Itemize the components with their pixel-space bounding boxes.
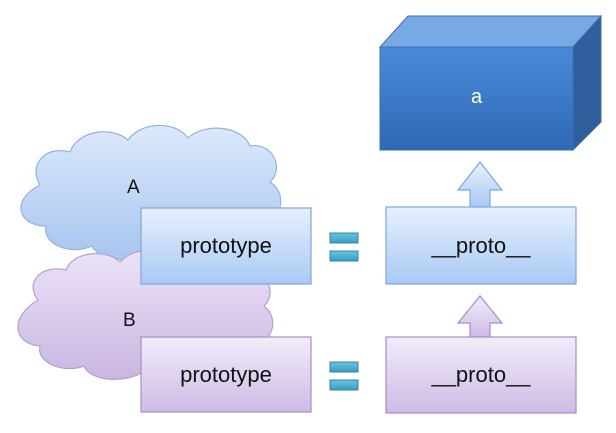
prototype-box-b [140,336,312,413]
cloud-b-label: B [123,310,136,331]
prototype-label-a: prototype [180,233,272,258]
prototype-label-b: prototype [180,361,272,387]
cube-object-a [378,14,603,152]
proto-box-b [385,336,577,414]
proto-label-b: __proto__ [431,362,531,387]
proto-box-a [385,206,577,285]
proto-label-a: __proto__ [431,232,531,258]
arrow-proto-a-to-cube [456,161,504,208]
cube-top-face [378,15,603,48]
prototype-box-a [140,207,312,285]
cube-front-face [379,46,574,151]
equals-sign-b [329,361,359,391]
cloud-a-label: A [127,177,140,198]
equals-sign-a [329,232,359,262]
arrow-proto-b-to-proto-a [456,295,504,338]
cube-label: a [470,86,483,108]
